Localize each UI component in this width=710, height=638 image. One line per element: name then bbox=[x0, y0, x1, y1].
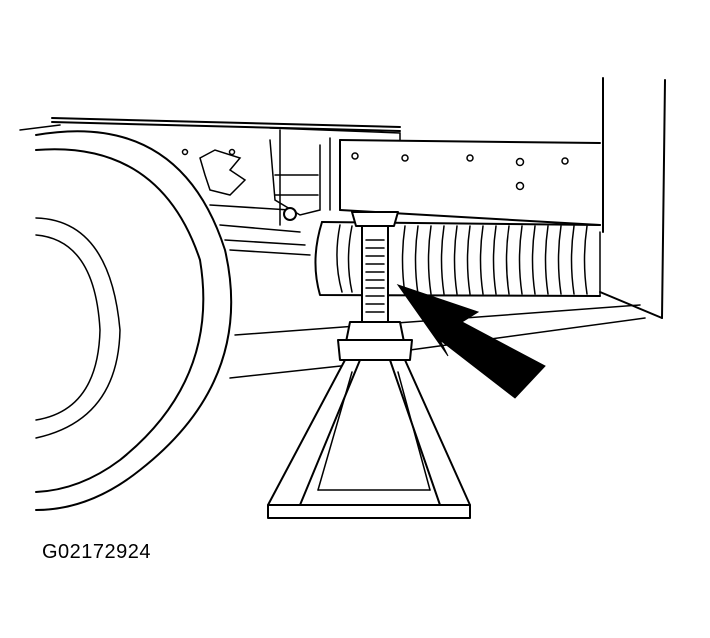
tire-icon bbox=[19, 124, 233, 511]
corrugated-underbody bbox=[314, 221, 601, 297]
leaf-spring bbox=[199, 139, 321, 256]
vehicle-body-panel bbox=[599, 77, 666, 319]
pointer-arrow-icon bbox=[396, 284, 546, 399]
jack-stand-illustration bbox=[19, 77, 666, 519]
frame-rail bbox=[51, 117, 601, 226]
ratchet-teeth bbox=[365, 239, 385, 313]
figure-id-label: G02172924 bbox=[42, 541, 152, 563]
jack-stand-icon bbox=[267, 211, 471, 519]
